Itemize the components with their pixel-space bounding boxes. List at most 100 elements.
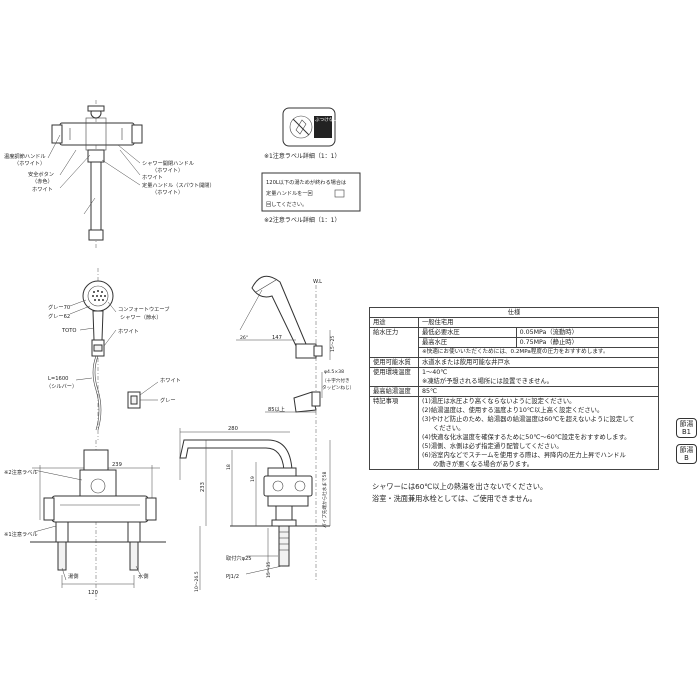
spec-value: 0.05MPa（流動時） (515, 327, 660, 338)
spec-value: 1〜40℃ (417, 367, 660, 377)
dim-18: 18 (226, 464, 232, 470)
spec-row: の動きが悪くなる場合があります。 (369, 460, 660, 470)
screw-note-2: タッピンねじ） (322, 384, 354, 391)
dim-15-35: 15〜35 (266, 562, 272, 578)
spec-value: (5)湯側、水側は必ず指定通り配管してください。 (417, 442, 660, 451)
hose-length-label: L=1600 (48, 376, 68, 382)
caution-label-2 (261, 172, 361, 212)
toto-label: TOTO (61, 328, 77, 334)
spec-value: の動きが悪くなる場合があります。 (417, 460, 660, 470)
safety-button-color: （赤色） (32, 177, 53, 185)
label2-caption: ※2注意ラベル詳細（1：1） (264, 216, 340, 224)
shower-head-front (82, 268, 114, 440)
spec-row: 使用可能水質水道水または飲用可能な井戸水 (369, 357, 660, 368)
cold-side-label: 水側 (138, 572, 148, 580)
grey62-label: グレー62 (48, 312, 70, 320)
pipe-note: パイプ先端から吐水まで58 (321, 472, 328, 528)
spec-value: 一般住宅用 (417, 317, 660, 328)
shower-holder (127, 381, 159, 409)
shower-handle-label: シャワー開閉ハンドル (142, 160, 194, 167)
spec-value: (3)やけど防止のため、給湯器の給湯温度は60℃を超えないように設定して (417, 415, 660, 424)
spec-sub: 最高水圧 (417, 337, 517, 348)
screw-hole-label: φ4.5×38 (324, 369, 344, 375)
temp-handle-label: 温度調節ハンドル (4, 152, 46, 160)
spec-item: 給水圧力 (369, 327, 419, 338)
spec-row: (4)快適な化水温度を確保するために50℃〜60℃設定をおすすめします。 (369, 433, 660, 442)
spec-item (369, 337, 419, 348)
dim-239: 239 (112, 462, 122, 468)
spec-row: (6)浴室内などでスチームを使用する際は、昇降内の圧力上昇でハンドル (369, 451, 660, 460)
spec-sub: 最低必要水圧 (417, 327, 517, 338)
dim-280: 280 (228, 426, 238, 432)
white-label-2: ホワイト (142, 174, 163, 181)
front-top-leaders (47, 134, 141, 215)
lower-label1: ※1注意ラベル (4, 530, 38, 538)
spec-row: (3)やけど防止のため、給湯器の給湯温度は60℃を超えないように設定して (369, 415, 660, 424)
dim-85: 85以上 (268, 405, 285, 413)
spec-value: ※凍結が予想される場所には設置できません。 (417, 377, 660, 387)
spec-value: (2)給湯温度は、使用する温度より10℃以上高く設定ください。 (417, 406, 660, 415)
shower-white-label: ホワイト (118, 328, 139, 335)
label2-line2: 定量ハンドルを一回 (266, 189, 313, 197)
spec-item: 使用可能水質 (369, 357, 419, 368)
spec-row: (5)湯側、水側は必ず指定通り配管してください。 (369, 442, 660, 451)
water-saving-tag-b1: 節湯 B1 (676, 418, 697, 438)
spec-row: 用途一般住宅用 (369, 317, 660, 328)
fixed-handle-color: （ホワイト） (152, 189, 183, 196)
dim-120: 120 (88, 590, 98, 596)
label2-line3: 回してください。 (266, 201, 307, 208)
spec-value: (1)湯圧は水圧より高くならないように設定ください。 (417, 396, 660, 406)
spec-value: (4)快適な化水温度を確保するために50℃〜60℃設定をおすすめします。 (417, 433, 660, 442)
spec-row: ください。 (369, 424, 660, 433)
comfort-wave-label: コンフォートウエーブ (118, 305, 169, 313)
label1-caption: ※1注意ラベル詳細（1：1） (264, 152, 340, 160)
fixed-handle-label: 定量ハンドル（スパウト開閉） (142, 181, 215, 189)
spec-value: 85℃ (417, 386, 660, 397)
spec-item: 最高給湯温度 (369, 386, 419, 397)
mount-hole-label: 取付穴φ25 (226, 554, 252, 562)
note-line-2: 浴室・洗面兼用水栓としては、ご使用できません。 (372, 494, 537, 503)
lower-label2: ※2注意ラベル (4, 468, 38, 476)
spec-title: 仕様 (369, 307, 659, 318)
dim-147: 147 (272, 335, 282, 341)
spec-item (369, 377, 419, 387)
holder-white-label: ホワイト (160, 377, 181, 384)
faucet-front-view-lower (30, 440, 166, 600)
spec-row: 特記事項(1)湯圧は水圧より高くならないように設定ください。 (369, 396, 660, 406)
wall-holder-side (293, 372, 323, 413)
spec-item (369, 347, 419, 358)
faucet-side-body: 85以上 (179, 405, 331, 590)
hot-side-label: 湯側 (68, 572, 78, 580)
temp-handle-color: （ホワイト） (14, 160, 45, 167)
shower-leaders (69, 299, 117, 381)
spec-item: 用途 (369, 317, 419, 328)
tag1-bottom: B1 (682, 428, 691, 436)
safety-button-label: 安全ボタン (28, 170, 54, 178)
dim-233: 233 (200, 482, 206, 492)
tag1-top: 節湯 (679, 420, 694, 428)
label1-warning-text: ぶつけないで下さい (315, 116, 357, 123)
comfort-wave-sub: シャワー（節水） (120, 313, 162, 321)
spec-value: (6)浴室内などでスチームを使用する際は、昇降内の圧力上昇でハンドル (417, 451, 660, 460)
angle-label: 26° (240, 335, 248, 341)
note-line-1: シャワーには60℃以上の熱湯を出さないでください。 (372, 482, 548, 491)
holder-grey-label: グレー (160, 396, 176, 404)
spec-item: 使用環境温度 (369, 367, 419, 377)
grey70-label: グレー70 (48, 303, 70, 311)
shower-head-side (236, 275, 331, 580)
dim-10-26: 10〜26.5 (194, 571, 200, 592)
spec-row: ※快適にお使いいただくためには、0.2MPa程度の圧力をおすすめします。 (369, 347, 660, 358)
spec-row: ※凍結が予想される場所には設置できません。 (369, 377, 660, 387)
spec-value: 0.75MPa（静止時） (515, 337, 660, 348)
tag2-top: 節湯 (679, 446, 694, 454)
hose-color-label: （シルバー） (46, 383, 77, 390)
spec-value: ください。 (417, 424, 660, 433)
spec-row: (2)給湯温度は、使用する温度より10℃以上高く設定ください。 (369, 406, 660, 415)
faucet-front-view-top (51, 100, 143, 250)
pj-label: PJ1/2 (226, 574, 239, 580)
dim-19: 19 (250, 476, 256, 482)
